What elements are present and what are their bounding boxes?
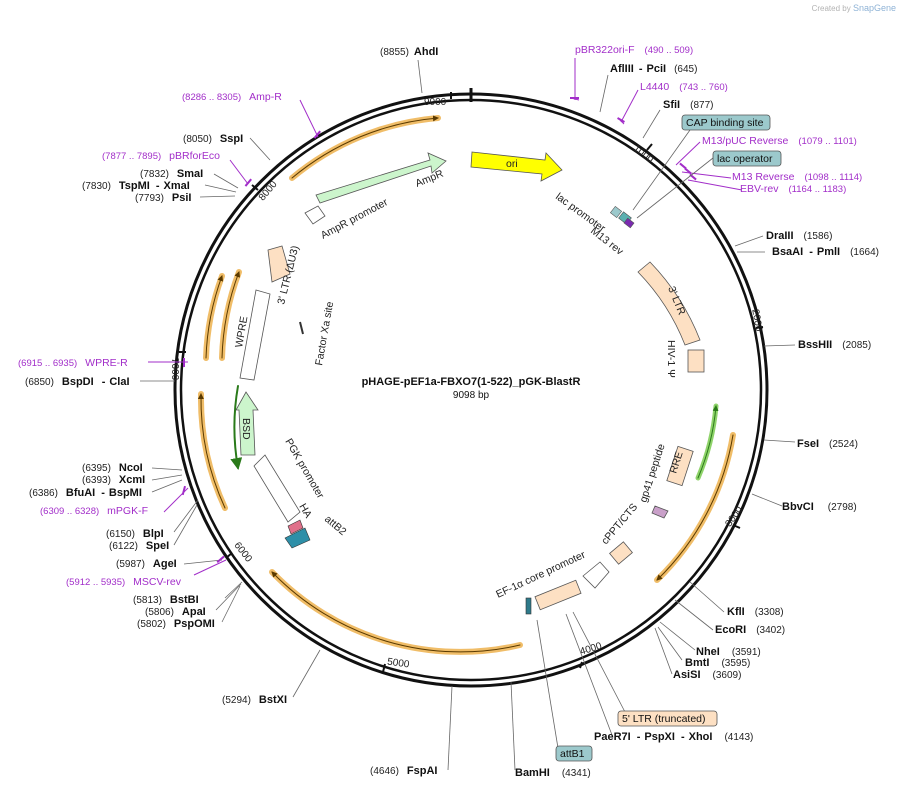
enzyme-bsaai: BsaAI-PmlI(1664)	[772, 246, 879, 258]
credit-prefix: Created by	[811, 4, 851, 13]
attb1-label: attB1	[560, 748, 585, 760]
primer-amp-r: (8286 .. 8305)Amp-R	[182, 91, 282, 103]
5-ltr-truncated-box[interactable]	[617, 710, 718, 727]
tick-marks	[179, 92, 764, 673]
feature-attb2-label: attB2	[322, 513, 349, 538]
enzyme-agei: (5987)AgeI	[116, 558, 177, 570]
cap-binding-site-label: CAP binding site	[686, 117, 764, 129]
plasmid-length: 9098 bp	[453, 390, 490, 401]
enzyme-draiii: DraIII(1586)	[766, 230, 832, 242]
primer-l4440: L4440(743 .. 760)	[640, 81, 728, 93]
enzyme-smai: (7832)SmaI	[140, 168, 203, 180]
tick-7000: 7000	[169, 358, 180, 381]
enzyme-bstxi: (5294)BstXI	[222, 694, 287, 706]
lac-operator-label: lac operator	[717, 153, 773, 165]
feature-pgk-promoter[interactable]	[253, 454, 301, 523]
feature-ef1a-arrow[interactable]	[582, 561, 610, 589]
enzyme-asisi: AsiSI(3609)	[673, 669, 741, 681]
enzyme-ahdi: (8855)AhdI	[380, 46, 438, 58]
enzyme-apai: (5806)ApaI	[145, 606, 206, 618]
feature-bsd-label: BSD	[240, 418, 252, 440]
feature-hiv1-psi-label: HIV-1 Ψ	[665, 340, 677, 378]
primer-pbrforeco: (7877 .. 7895)pBRforEco	[102, 150, 220, 162]
feature-bsd[interactable]	[235, 391, 259, 456]
enzyme-leaders	[140, 59, 796, 771]
feature-ampr-arrow[interactable]	[315, 152, 447, 204]
credit-brand: SnapGene	[852, 3, 896, 13]
feature-cppt[interactable]	[609, 541, 633, 565]
feature-ampr-promoter-label: AmpR promoter	[319, 196, 391, 242]
lac-operator-box[interactable]	[712, 150, 782, 167]
feature-cppt-label: cPPT/CTS	[599, 501, 640, 547]
feature-wpre[interactable]	[239, 289, 271, 381]
enzyme-blpi: (6150)BlpI	[106, 528, 164, 540]
tick-5000: 5000	[386, 657, 410, 671]
enzyme-bamhi: BamHI(4341)	[515, 767, 591, 779]
feature-factor-xa[interactable]	[299, 321, 304, 335]
feature-hiv1-psi[interactable]	[687, 349, 705, 373]
enzyme-paer7i: PaeR7I-PspXI-XhoI(4143)	[594, 731, 753, 743]
enzyme-afliii: AflIII-PciI(645)	[610, 63, 697, 75]
primer-m13-reverse: M13 Reverse(1098 .. 1114)	[732, 171, 862, 183]
feature-ori-arrow[interactable]	[470, 151, 563, 182]
tick-2000: 2000	[749, 308, 764, 332]
tick-6000: 6000	[231, 540, 254, 565]
enzyme-fsei: FseI(2524)	[797, 438, 858, 450]
enzyme-ncoi: (6395)NcoI	[82, 462, 143, 474]
tick-9000: 9000	[424, 97, 447, 108]
feature-m13-rev[interactable]	[623, 217, 635, 229]
enzyme-bbvci: BbvCI(2798)	[782, 501, 857, 513]
feature-ha[interactable]	[287, 519, 304, 535]
enzyme-bstbi: (5813)BstBI	[133, 594, 199, 606]
enzyme-bfuai: (6386)BfuAI-BspMI	[29, 487, 142, 499]
plasmid-name: pHAGE-pEF1a-FBXO7(1-522)_pGK-BlastR	[362, 376, 581, 388]
enzyme-ecori: EcoRI(3402)	[715, 624, 785, 636]
feature-5-ltr[interactable]	[534, 579, 582, 611]
enzyme-labels: (8855)AhdI AflIII-PciI(645) SfiI(877) Dr…	[25, 46, 879, 779]
enzyme-kfli: KflI(3308)	[727, 606, 784, 618]
primer-mscv-rev: (5912 .. 5935)MSCV-rev	[66, 576, 182, 588]
feature-rre[interactable]	[666, 445, 694, 487]
primer-m13-puc-reverse: M13/pUC Reverse(1079 .. 1101)	[702, 135, 857, 147]
enzyme-fspai: (4646)FspAI	[370, 765, 437, 777]
feature-gp41-label: gp41 peptide	[637, 442, 667, 504]
feature-3-ltr-arc[interactable]	[637, 261, 701, 346]
enzyme-bsshii: BssHII(2085)	[798, 339, 871, 351]
primer-pbr322ori-f: pBR322ori-F(490 .. 509)	[575, 44, 693, 56]
enzyme-tspmi: (7830)TspMI-XmaI	[82, 180, 190, 192]
feature-ori-label: ori	[506, 158, 518, 170]
orf-arcs	[197, 115, 736, 655]
snapgene-credit: Created by SnapGene	[812, 3, 896, 13]
feature-3-ltr-du3[interactable]	[267, 245, 291, 283]
enzyme-bmti: BmtI(3595)	[685, 657, 750, 669]
feature-m13-rev-label: M13 rev	[588, 225, 626, 258]
feature-factor-xa-label: Factor Xa site	[313, 300, 336, 366]
primer-ticks	[181, 97, 697, 563]
attb1-box[interactable]	[555, 745, 593, 762]
enzyme-nhei: NheI(3591)	[696, 646, 761, 658]
feature-attb1-mark[interactable]	[525, 597, 532, 615]
feature-ampr-promoter-arrow[interactable]	[304, 205, 326, 225]
primer-wpre-r: (6915 .. 6935)WPRE-R	[18, 357, 128, 369]
feature-gp41-peptide[interactable]	[651, 505, 669, 519]
primer-ebv-rev: EBV-rev(1164 .. 1183)	[740, 183, 846, 195]
primer-labels: pBR322ori-F(490 .. 509) L4440(743 .. 760…	[18, 44, 862, 588]
enzyme-pspomi: (5802)PspOMI	[137, 618, 215, 630]
boxed-labels: CAP binding site lac operator 5' LTR (tr…	[536, 114, 782, 762]
5-ltr-truncated-label: 5' LTR (truncated)	[622, 713, 706, 725]
feature-ampr-label: AmpR	[414, 168, 446, 190]
feature-cap-site[interactable]	[609, 205, 623, 219]
feature-wpre-label: WPRE	[233, 315, 250, 348]
feature-attb2[interactable]	[284, 527, 311, 549]
enzyme-xcmi: (6393)XcmI	[82, 474, 145, 486]
enzyme-bspdi: (6850)BspDI-ClaI	[25, 376, 130, 388]
enzyme-sspi: (8050)SspI	[183, 133, 243, 145]
enzyme-sfii: SfiI(877)	[663, 99, 713, 111]
cap-binding-site-box[interactable]	[681, 114, 771, 131]
feature-pgk-promoter-label: PGK promoter	[282, 437, 326, 502]
enzyme-spei: (6122)SpeI	[109, 540, 169, 552]
enzyme-psii: (7793)PsiI	[135, 192, 191, 204]
primer-mpgk-f: (6309 .. 6328)mPGK-F	[40, 505, 148, 517]
